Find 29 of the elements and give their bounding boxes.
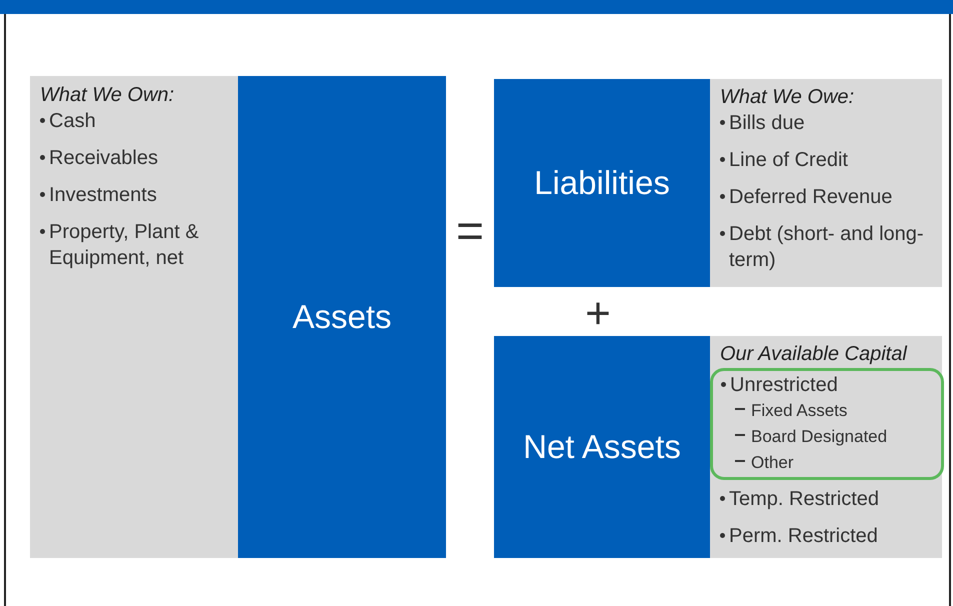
list-item: Investments [49, 183, 157, 208]
list-item: Unrestricted [730, 373, 838, 398]
list-item: Receivables [49, 146, 158, 171]
equals-sign: = [454, 208, 486, 256]
category-box [494, 79, 710, 287]
category-box [494, 336, 710, 558]
list-item: Debt (short- and long-term) [729, 222, 925, 273]
list-panel [30, 76, 238, 558]
sub-list-item: Fixed Assets [751, 400, 848, 422]
list-item: Temp. Restricted [729, 487, 880, 512]
plus-sign: + [584, 292, 612, 336]
sub-list-item: Other [751, 452, 794, 474]
list-item: Deferred Revenue [729, 185, 892, 210]
list-heading: Our Available Capital [720, 342, 908, 367]
category-title: Liabilities [534, 163, 670, 204]
list-panel [710, 336, 942, 558]
list-item: Cash [49, 109, 96, 134]
list-item: Line of Credit [729, 148, 848, 173]
category-title: Net Assets [523, 427, 681, 468]
highlight-box [710, 368, 944, 480]
list-item: Perm. Restricted [729, 524, 878, 549]
list-panel [710, 79, 942, 287]
list-heading: What We Owe: [720, 85, 856, 110]
list-heading: What We Own: [40, 83, 176, 108]
sub-list-item: Board Designated [751, 426, 888, 448]
category-box [238, 76, 446, 558]
list-item: Property, Plant & Equipment, net [49, 220, 200, 271]
list-item: Bills due [729, 111, 805, 136]
category-title: Assets [292, 297, 392, 338]
